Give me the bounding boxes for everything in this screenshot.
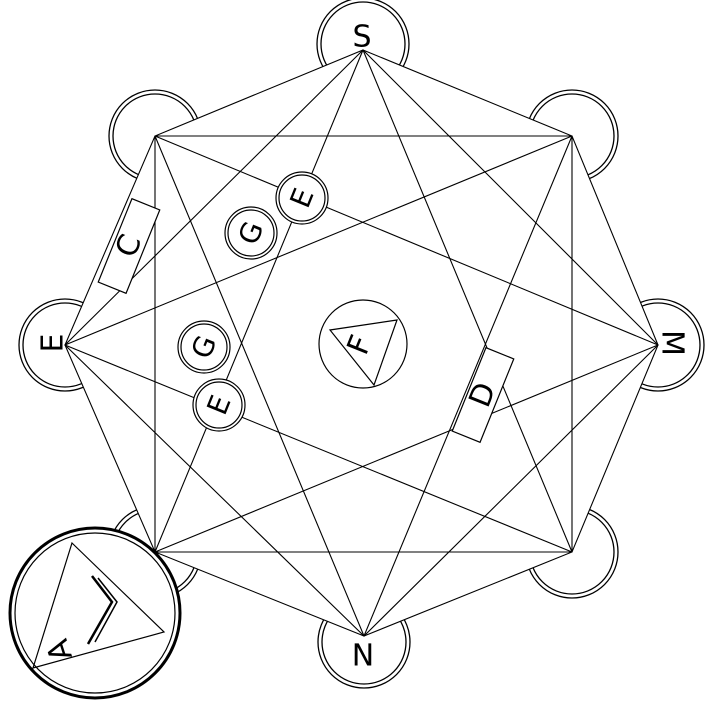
circle-g-upper: G <box>224 206 278 260</box>
circle-e-lower: E <box>192 378 246 432</box>
node-label-left: E <box>36 334 71 353</box>
inset-circle-a: A <box>8 526 182 700</box>
node-label-bottom: N <box>352 639 374 674</box>
box-d: D <box>451 346 515 444</box>
node-label-right: M <box>655 330 690 356</box>
inset-triangle <box>32 541 166 669</box>
center-triangle <box>328 319 398 387</box>
circle-e-upper: E <box>275 171 329 225</box>
box-c: C <box>97 197 161 295</box>
circle-g-lower: G <box>177 320 231 374</box>
inset-chevron-outer <box>86 575 114 645</box>
node-label-top: S <box>352 20 371 55</box>
star-lines <box>64 49 659 637</box>
center-circle-f: F <box>318 299 408 389</box>
inset-chevron-inner <box>94 577 118 643</box>
